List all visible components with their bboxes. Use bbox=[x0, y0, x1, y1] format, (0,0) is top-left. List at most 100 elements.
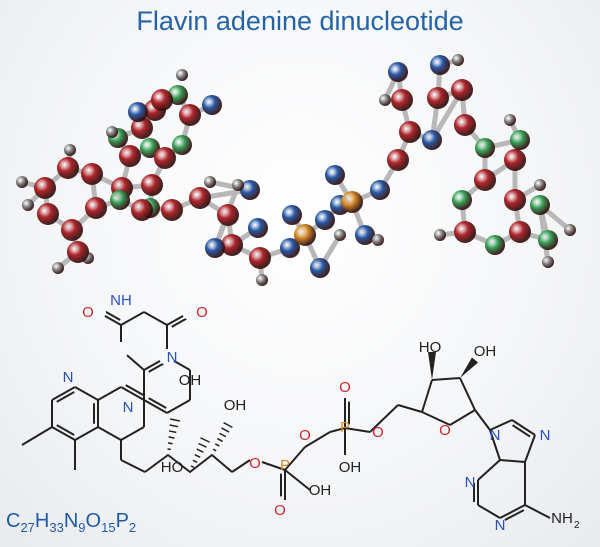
nitrogen-label: N bbox=[465, 474, 476, 491]
amino-label: NH bbox=[551, 510, 573, 527]
hydrogen-atom bbox=[372, 234, 384, 246]
formula-subscript: 2 bbox=[128, 520, 137, 535]
skeletal-bond bbox=[477, 504, 501, 519]
nitrogen-label: N bbox=[495, 517, 506, 534]
ball-and-stick-model bbox=[16, 54, 576, 286]
skeletal-bond bbox=[144, 454, 169, 473]
carbon-atom bbox=[451, 79, 473, 101]
hashed-wedge-bond bbox=[168, 436, 175, 439]
hydrogen-atom bbox=[334, 229, 346, 241]
hashed-wedge-bond bbox=[188, 470, 192, 474]
formula-element: H bbox=[34, 510, 50, 532]
nitrogen-atom bbox=[475, 138, 495, 158]
nitrogen-label: N bbox=[540, 427, 551, 444]
hydrogen-atom bbox=[204, 176, 216, 188]
nitrogen-label: N bbox=[167, 349, 178, 366]
carbon-atom bbox=[161, 199, 183, 221]
carbon-atom bbox=[399, 121, 421, 143]
oxygen-label: O bbox=[249, 455, 261, 472]
skeletal-bond bbox=[74, 426, 99, 441]
skeletal-bond bbox=[21, 426, 53, 446]
skeletal-bond bbox=[120, 459, 146, 473]
oxygen-label: O bbox=[274, 502, 286, 519]
carbon-atom bbox=[34, 177, 56, 199]
hydrogen-atom bbox=[64, 144, 76, 156]
label-background bbox=[113, 342, 129, 358]
skeletal-bond bbox=[421, 411, 451, 426]
skeletal-bond bbox=[477, 459, 501, 481]
carbon-atom bbox=[189, 187, 211, 209]
hydroxyl-label: OH bbox=[339, 459, 362, 476]
skeletal-bond bbox=[304, 431, 331, 448]
hashed-wedge-bond bbox=[210, 453, 214, 457]
skeletal-bond bbox=[167, 454, 191, 473]
phosphorus-label: P bbox=[280, 457, 290, 474]
label-background bbox=[90, 304, 106, 320]
molecular-formula: C27H33N9O15P2 bbox=[6, 510, 136, 535]
hydroxyl-label: OH bbox=[224, 397, 247, 414]
hashed-wedge-bond bbox=[196, 448, 204, 453]
skeletal-bond bbox=[524, 434, 536, 463]
nitrogen-atom bbox=[140, 138, 160, 158]
hashed-wedge-bond bbox=[212, 448, 217, 452]
skeletal-bond bbox=[97, 426, 122, 441]
skeletal-bond bbox=[231, 459, 251, 473]
nitrogen-atom bbox=[538, 230, 558, 250]
phosphorus-atom bbox=[294, 224, 316, 246]
hashed-wedge-bond bbox=[169, 418, 181, 422]
carbon-atom bbox=[37, 203, 59, 225]
skeletal-bond bbox=[329, 427, 346, 433]
oxygen-atom bbox=[388, 62, 408, 82]
hydrogen-atom bbox=[379, 94, 391, 106]
skeletal-bond bbox=[261, 461, 286, 471]
carbon-atom bbox=[85, 197, 107, 219]
oxygen-label: O bbox=[299, 427, 311, 444]
carbon-atom bbox=[61, 219, 83, 241]
nitrogen-atom bbox=[510, 130, 530, 150]
formula-subscript: 27 bbox=[20, 520, 35, 535]
formula-element: C bbox=[6, 510, 21, 532]
skeletal-bond bbox=[120, 311, 145, 326]
hydroxyl-label: HO bbox=[161, 459, 184, 476]
skeletal-bond bbox=[474, 409, 491, 431]
hydroxyl-label: OH bbox=[179, 372, 202, 389]
skeletal-bond bbox=[489, 419, 513, 431]
nitrogen-atom bbox=[485, 235, 505, 255]
skeletal-bond bbox=[97, 386, 122, 401]
carbon-atom bbox=[154, 147, 176, 169]
hashed-wedge-bond bbox=[198, 442, 207, 448]
carbon-atom bbox=[474, 169, 496, 191]
hydrogen-atom bbox=[534, 179, 546, 191]
hashed-wedge-bond bbox=[223, 421, 233, 429]
carbon-atom bbox=[67, 241, 89, 263]
nh-label: NH bbox=[110, 292, 132, 309]
skeletal-bond bbox=[211, 454, 233, 473]
hydrogen-atom bbox=[232, 179, 244, 191]
nitrogen-atom bbox=[172, 135, 192, 155]
nitrogen-label: N bbox=[63, 369, 74, 386]
carbon-atom bbox=[217, 204, 239, 226]
phosphorus-atom bbox=[341, 191, 363, 213]
skeletal-bond bbox=[143, 399, 168, 414]
hashed-wedge-bond bbox=[167, 448, 171, 451]
oxygen-label: O bbox=[196, 304, 208, 321]
carbon-atom bbox=[131, 117, 153, 139]
skeletal-bond bbox=[189, 454, 213, 473]
formula-subscript: 15 bbox=[101, 520, 116, 535]
hydrogen-atom bbox=[452, 54, 464, 66]
oxygen-atom bbox=[325, 165, 345, 185]
hydrogen-atom bbox=[256, 274, 268, 286]
hashed-wedge-bond bbox=[168, 430, 177, 434]
solid-wedge-bond bbox=[460, 357, 479, 378]
skeletal-bond bbox=[51, 426, 76, 441]
hydrogen-atom bbox=[106, 126, 118, 138]
hydrogen-atom bbox=[542, 256, 554, 268]
nitrogen-atom bbox=[452, 190, 472, 210]
skeletal-bond bbox=[120, 386, 145, 401]
skeletal-bond bbox=[397, 404, 423, 413]
hydroxyl-label: OH bbox=[474, 343, 497, 360]
oxygen-atom bbox=[430, 55, 450, 75]
page-title: Flavin adenine dinucleotide bbox=[136, 6, 464, 36]
oxygen-atom bbox=[355, 225, 375, 245]
